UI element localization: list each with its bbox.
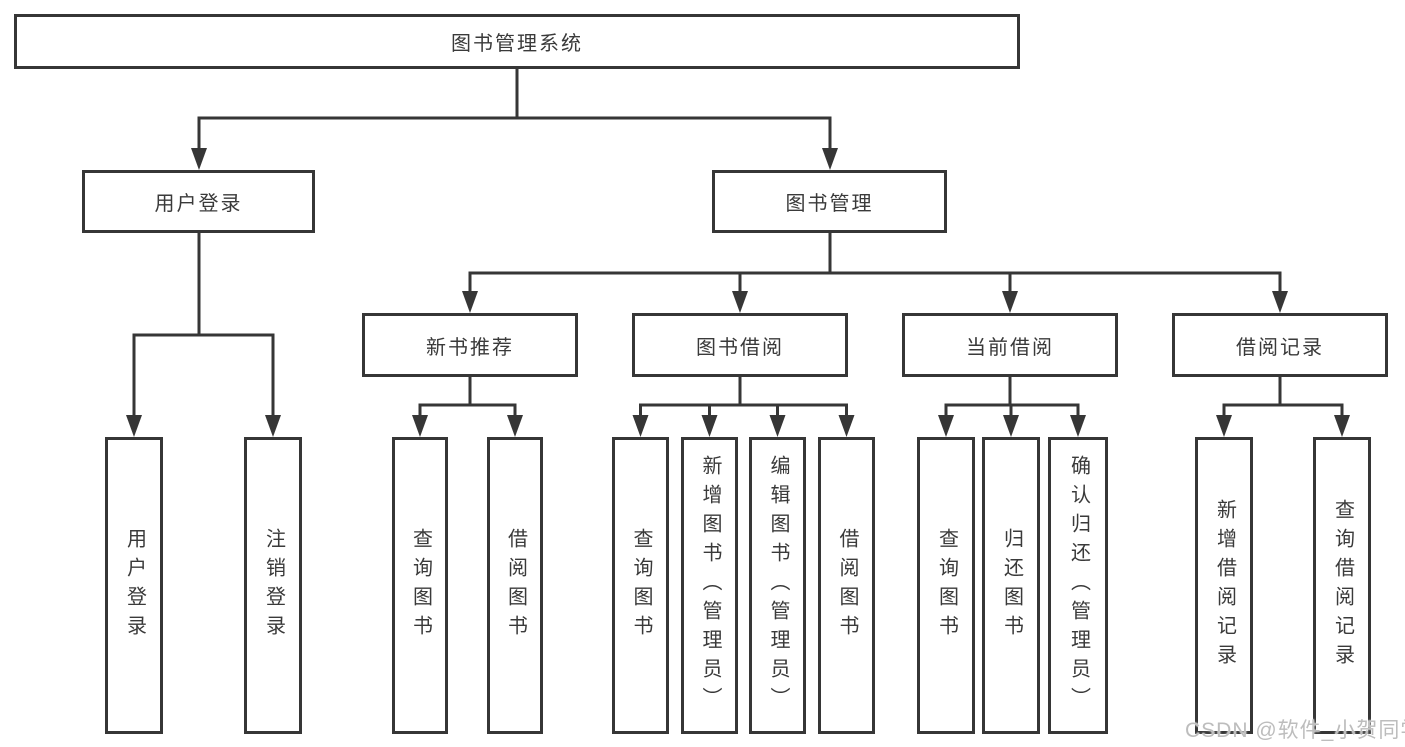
leaf-confirm-return-admin: 确认归还（管理员）	[1048, 437, 1108, 734]
node-borrowing-records: 借阅记录	[1172, 313, 1388, 377]
leaf-return-books: 归还图书	[982, 437, 1040, 734]
node-book-management: 图书管理	[712, 170, 947, 233]
node-current-borrowing: 当前借阅	[902, 313, 1118, 377]
leaf-edit-books-admin: 编辑图书（管理员）	[749, 437, 806, 734]
csdn-watermark: CSDN @软件_小贺同学	[1185, 719, 1405, 742]
node-book-borrowing: 图书借阅	[632, 313, 848, 377]
leaf-query-books-current: 查询图书	[917, 437, 975, 734]
leaf-borrow-books: 借阅图书	[818, 437, 875, 734]
leaf-query-borrow-record: 查询借阅记录	[1313, 437, 1371, 734]
leaf-add-books-admin: 新增图书（管理员）	[681, 437, 738, 734]
node-new-book-recommendation: 新书推荐	[362, 313, 578, 377]
leaf-query-books-borrow: 查询图书	[612, 437, 669, 734]
leaf-logout: 注销登录	[244, 437, 302, 734]
node-library-management-system: 图书管理系统	[14, 14, 1020, 69]
node-user-login: 用户登录	[82, 170, 315, 233]
leaf-borrow-books-newbooks: 借阅图书	[487, 437, 543, 734]
leaf-query-books-newbooks: 查询图书	[392, 437, 448, 734]
leaf-user-login: 用户登录	[105, 437, 163, 734]
leaf-add-borrow-record: 新增借阅记录	[1195, 437, 1253, 734]
